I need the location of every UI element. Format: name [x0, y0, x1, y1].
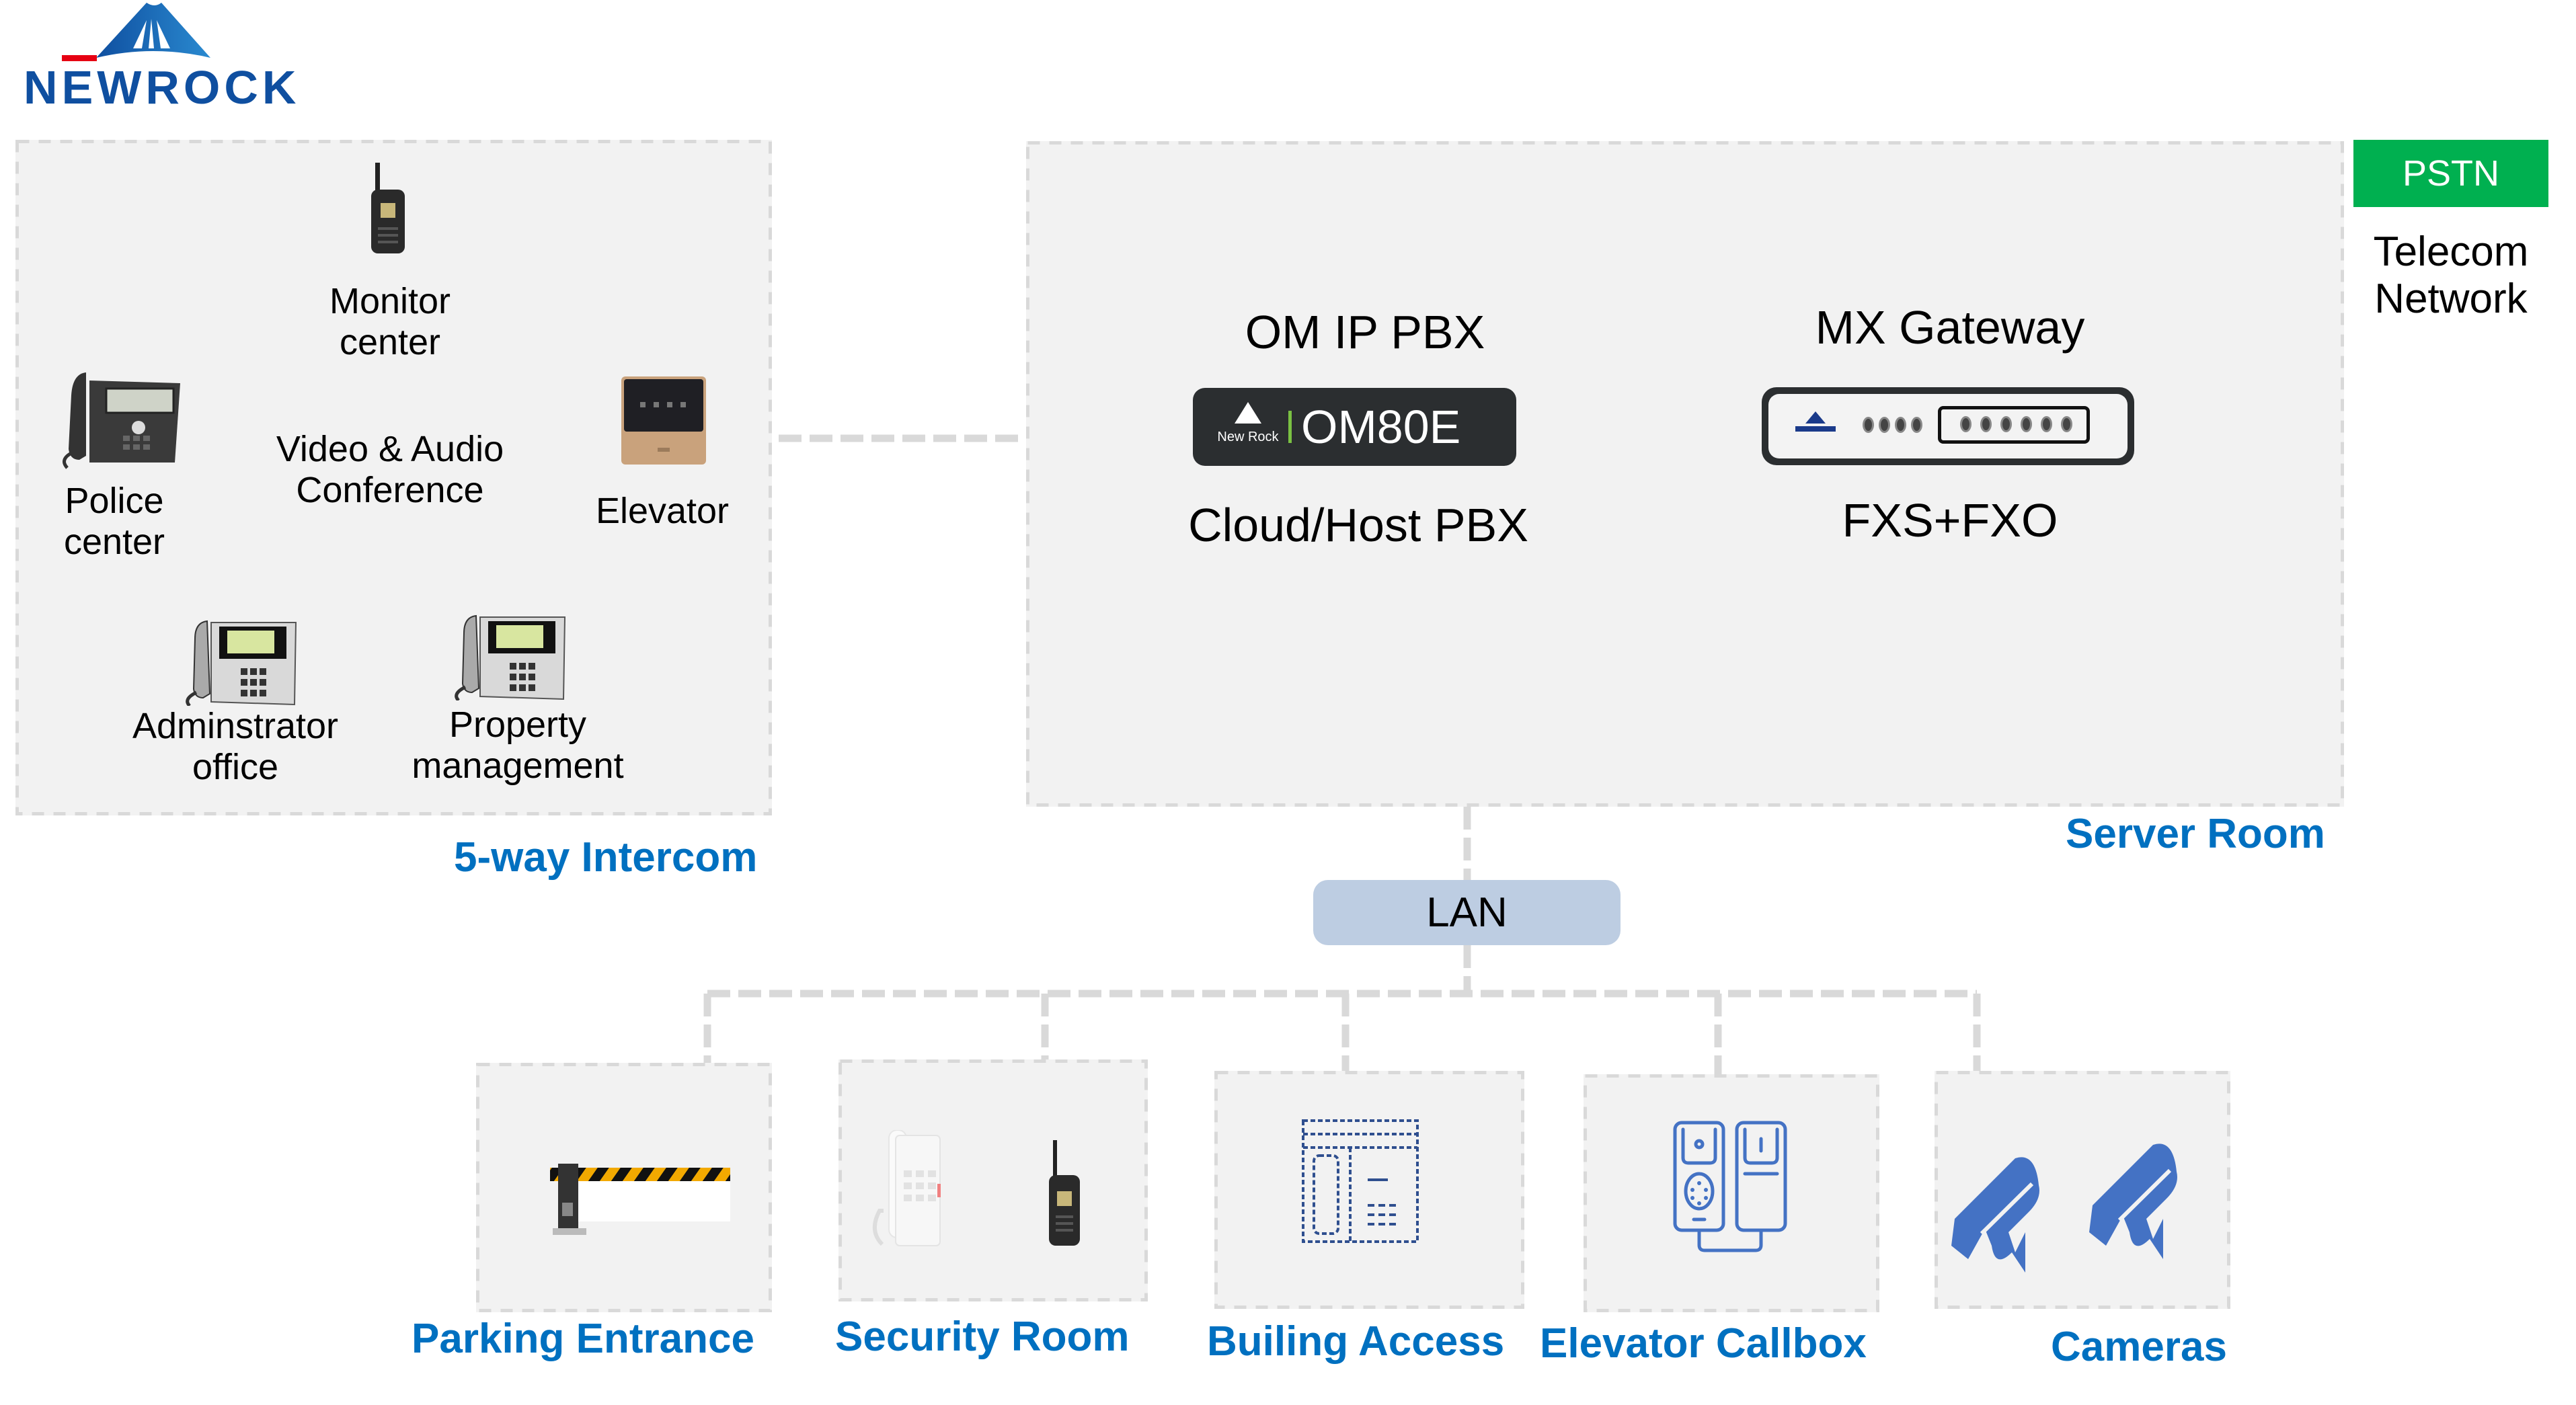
label-line: management	[412, 746, 624, 787]
port	[2041, 416, 2052, 432]
server-room-title: Server Room	[2066, 811, 2325, 857]
camera-icon	[1951, 1157, 2039, 1273]
label-line: Elevator	[595, 491, 730, 531]
label-line: Monitor	[329, 281, 451, 321]
building-access-label: Builing Access	[1207, 1318, 1505, 1365]
walkie-talkie-icon	[1049, 1140, 1080, 1246]
pbx-title: OM IP PBX	[1245, 306, 1485, 358]
mx-gateway-device[interactable]	[1762, 387, 2134, 465]
monitor-center-label: Monitor center	[296, 281, 484, 363]
elevator-panel-icon	[621, 376, 706, 465]
intercom-zone-title: 5-way Intercom	[454, 834, 758, 881]
mountain-logo-icon	[96, 3, 210, 58]
gateway-title: MX Gateway	[1815, 301, 2085, 354]
cameras-label: Cameras	[2051, 1324, 2227, 1370]
port-led	[1879, 417, 1890, 433]
parking-entrance-zone	[476, 1063, 772, 1312]
telecom-network-label: Telecom Network	[2353, 229, 2548, 323]
label-line: Video & Audio	[276, 429, 504, 469]
walkie-talkie-icon	[371, 163, 405, 253]
access-control-icon	[1302, 1119, 1419, 1243]
port-led	[1863, 417, 1874, 433]
hotel-phone-icon	[873, 1130, 941, 1246]
parking-barrier-icon	[550, 1164, 730, 1235]
parking-entrance-label: Parking Entrance	[412, 1316, 754, 1362]
administrator-office-label: Adminstrator office	[121, 706, 350, 788]
port-led	[1911, 417, 1922, 433]
security-room-zone	[838, 1059, 1148, 1301]
label-line: center	[63, 522, 165, 563]
label-line: Adminstrator	[132, 706, 339, 746]
callbox-icon	[1673, 1121, 1787, 1252]
device-brand: New Rock	[1217, 430, 1279, 444]
property-management-label: Property management	[397, 705, 639, 787]
pbx-subtitle: Cloud/Host PBX	[1188, 499, 1528, 551]
cameras-zone	[1935, 1071, 2230, 1309]
label-line: Network	[2374, 276, 2528, 323]
desk-phone-icon	[63, 372, 180, 469]
brand-name: NEWROCK	[24, 55, 301, 114]
pstn-box: PSTN	[2353, 140, 2548, 207]
port-bank	[1938, 406, 2090, 444]
building-access-zone	[1214, 1071, 1524, 1309]
newrock-logo: NEWROCK	[24, 0, 296, 114]
new-rock-logo-icon	[1795, 411, 1836, 432]
conference-label: Video & Audio Conference	[256, 429, 524, 511]
server-room-zone	[1026, 141, 2344, 807]
port-led	[1895, 417, 1906, 433]
label-line: Property	[448, 705, 587, 745]
camera-icon	[2089, 1143, 2177, 1259]
elevator-callbox-label: Elevator Callbox	[1540, 1320, 1867, 1367]
om80e-label: OM80E	[1301, 401, 1461, 453]
lan-box: LAN	[1313, 880, 1621, 945]
elevator-label: Elevator	[578, 491, 746, 532]
label-line: Police	[65, 481, 164, 521]
police-center-label: Police center	[27, 481, 202, 563]
divider	[1288, 411, 1292, 443]
port	[2000, 416, 2012, 432]
brand-letter-n: N	[24, 61, 62, 114]
port	[2061, 416, 2072, 432]
port	[1980, 416, 1992, 432]
port	[2021, 416, 2032, 432]
label-line: Conference	[296, 470, 484, 511]
om80e-device[interactable]: New Rock OM80E	[1193, 388, 1516, 466]
label-line: center	[339, 322, 441, 363]
ip-phone-icon	[455, 614, 566, 700]
elevator-callbox-zone	[1584, 1074, 1879, 1312]
label-line: office	[192, 747, 279, 788]
security-room-label: Security Room	[835, 1314, 1130, 1360]
gateway-subtitle: FXS+FXO	[1842, 494, 2058, 547]
brand-letter-e: E	[61, 55, 97, 114]
new-rock-logo-icon: New Rock	[1217, 402, 1280, 444]
brand-rest: WROCK	[97, 61, 301, 114]
port	[1960, 416, 1972, 432]
ip-phone-icon	[186, 620, 297, 706]
label-line: Telecom	[2373, 229, 2529, 275]
